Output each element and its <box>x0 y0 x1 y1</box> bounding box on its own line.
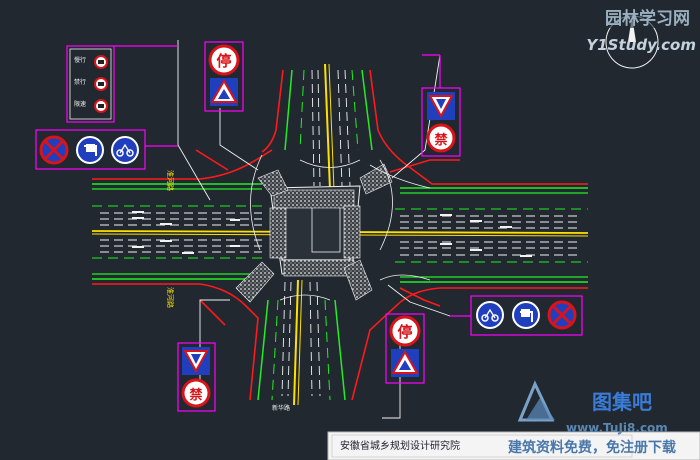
stop-sign-icon-bottom <box>389 315 421 347</box>
intersection-core <box>235 154 431 303</box>
road-label-south-bottom: 新华路 <box>272 404 290 412</box>
tall-board-line-1: 慢行 <box>74 56 86 64</box>
no-entry-sign-icon <box>426 123 456 153</box>
kerb-lines <box>92 69 588 401</box>
pedestrian-cycle-icon-right <box>476 301 504 329</box>
sign-group-left-prohibitions <box>35 129 178 170</box>
road-label-south-left: 淮河路 <box>166 287 175 308</box>
no-left-turn-icon <box>76 136 104 164</box>
sign-group-top-stop-yield: 停 <box>204 41 244 112</box>
stop-sign-char-bottom: 停 <box>397 323 412 341</box>
stop-sign-char: 停 <box>216 52 231 70</box>
sign-group-tall-board: 慢行 禁行 限速 <box>66 45 178 123</box>
no-entry-sign-char: 禁 <box>434 132 447 148</box>
stop-sign-icon <box>208 44 240 76</box>
watermark-brand-cn: 图集吧 <box>592 390 652 414</box>
north-south-road <box>257 63 373 406</box>
title-block-institute: 安徽省城乡规划设计研究院 <box>340 439 460 452</box>
tall-board-line-2: 禁行 <box>74 78 86 86</box>
tuji8-logo-icon <box>517 380 555 422</box>
no-entry-sign-icon-bottom <box>181 378 211 408</box>
watermark-top: 园林学习网 Y1Study.com <box>568 6 696 54</box>
watermark-bottom: 图集吧 www.TuJi8.com 建筑资料免费，免注册下载 <box>508 380 676 456</box>
no-entry-sign-char-bottom: 禁 <box>189 387 202 403</box>
sign-group-top-right: 禁 <box>421 54 461 157</box>
east-west-road <box>91 183 589 283</box>
watermark-site-cn: 园林学习网 <box>605 8 690 29</box>
title-block: 安徽省城乡规划设计研究院 <box>327 431 700 460</box>
sign-group-bottom-left: 禁 <box>177 342 216 412</box>
watermark-slogan: 建筑资料免费，免注册下载 <box>508 439 676 456</box>
no-left-turn-icon-right <box>512 301 540 329</box>
watermark-site-url: Y1Study.com <box>586 36 696 54</box>
no-stopping-icon <box>39 135 69 165</box>
no-stopping-icon-right <box>547 300 577 330</box>
pedestrian-cycle-icon <box>111 136 139 164</box>
watermark-url: www.TuJi8.com <box>566 421 668 435</box>
sign-group-right-prohibitions <box>450 295 583 336</box>
road-label-north-left: 淮河路 <box>166 170 175 191</box>
tall-board-line-3: 限速 <box>74 100 86 108</box>
sign-group-bottom-right: 停 <box>385 313 425 384</box>
